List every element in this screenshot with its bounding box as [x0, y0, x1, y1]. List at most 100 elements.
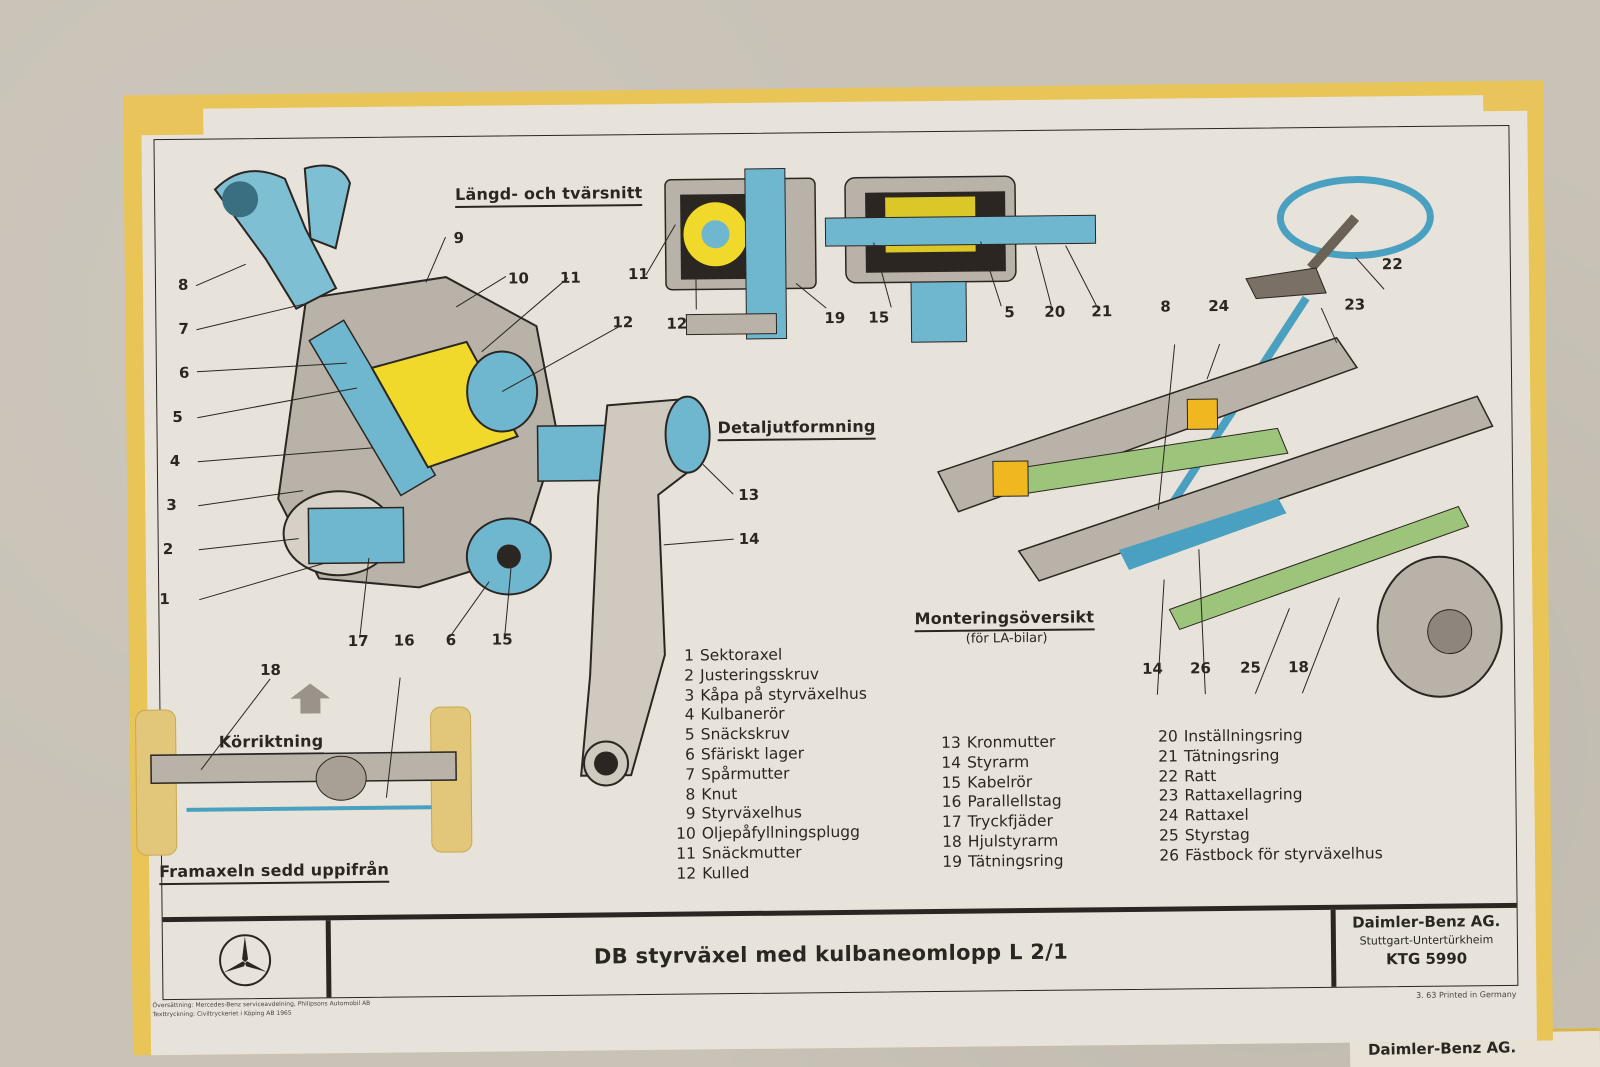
steering-gear-illustration [195, 164, 734, 787]
legend-item-number: 1 [683, 646, 695, 665]
callout-mo-14: 14 [1141, 659, 1164, 678]
tape-corner-tr [1482, 80, 1544, 112]
callout-mo-23: 23 [1344, 295, 1366, 314]
title-block: DB styrväxel med kulbaneomlopp L 2/1 Dai… [162, 902, 1518, 1000]
callout-1: 1 [159, 590, 170, 609]
legend-item-label: Kabelrör [967, 772, 1033, 792]
legend-item-number: 9 [685, 804, 696, 823]
mounting-overview-illustration [936, 176, 1503, 698]
legend-item-label: Knut [701, 784, 738, 804]
legend-item-label: Sfäriskt lager [700, 744, 805, 764]
legend-item-number: 4 [684, 705, 695, 725]
legend-item-number: 14 [941, 753, 962, 772]
legend-item-label: Inställningsring [1183, 726, 1303, 746]
legend-item: 8 Knut [671, 783, 868, 805]
poster-title: DB styrväxel med kulbaneomlopp L 2/1 [593, 939, 1069, 969]
legend-item-number: 18 [942, 832, 962, 851]
callout-mo-22: 22 [1381, 255, 1403, 274]
knut-fork [303, 164, 351, 250]
legend-item: 16 Parallellstag [937, 792, 1063, 813]
callout-14: 14 [738, 529, 760, 549]
steering-wheel-shape [1276, 176, 1434, 260]
legend-item-label: Parallellstag [967, 792, 1062, 812]
callout-sv-12: 12 [666, 314, 688, 333]
section-view-illustration [645, 168, 1097, 343]
legend-item-number: 16 [941, 793, 962, 812]
callout-6b: 6 [445, 631, 457, 650]
knut-eye [222, 181, 259, 218]
legend-item-number: 2 [684, 666, 695, 685]
callout-2: 2 [162, 539, 174, 559]
legend-item-number: 3 [684, 686, 695, 705]
bracket-yellow-2 [1186, 398, 1219, 430]
callout-17: 17 [347, 631, 369, 651]
arm-eye-bore [594, 751, 619, 776]
bracket-yellow-1 [992, 460, 1029, 497]
callout-8: 8 [177, 275, 189, 294]
callout-11: 11 [559, 268, 581, 287]
poster-frame: Längd- och tvärsnitt Detaljutformning Mo… [135, 124, 1519, 1001]
legend-item: 3 Kåpa på styrväxelhus [670, 684, 867, 706]
callout-9: 9 [453, 228, 465, 248]
callout-13: 13 [738, 485, 760, 505]
legend-item-number: 21 [1158, 747, 1179, 766]
callout-4: 4 [169, 451, 181, 470]
legend-item-label: Kulled [702, 863, 750, 883]
callout-3: 3 [166, 495, 177, 515]
callout-mo-18: 18 [1287, 658, 1310, 677]
callout-15: 15 [491, 630, 513, 649]
callout-mo-24: 24 [1208, 296, 1230, 316]
callout-ax-18: 18 [259, 660, 282, 680]
callout-12: 12 [612, 313, 634, 332]
legend-item-label: Kåpa på styrväxelhus [700, 684, 867, 705]
legend-item: 2 Justeringsskruv [670, 665, 867, 687]
company-location: Stuttgart-Untertürkheim [1359, 933, 1494, 948]
footnote-print: Texttryckning: Civiltryckeriet i Köping … [152, 1009, 292, 1019]
legend-item-label: Snäckmutter [701, 843, 802, 863]
legend-item-number: 19 [942, 852, 963, 871]
differential-shape [315, 755, 367, 801]
poster-sheet: Längd- och tvärsnitt Detaljutformning Mo… [123, 80, 1544, 1056]
legend-item-label: Tätningsring [967, 851, 1064, 871]
front-axle-illustration [135, 677, 473, 856]
legend-item-number: 15 [941, 773, 962, 792]
legend-item-number: 13 [941, 733, 961, 752]
callout-mo-25: 25 [1239, 658, 1262, 677]
crown-nut-shape [664, 395, 711, 474]
printed-note: 3. 63 Printed in Germany [1416, 989, 1517, 1000]
drag-link-shape [1118, 498, 1287, 570]
company-cell: Daimler-Benz AG. Stuttgart-Untertürkheim… [1330, 907, 1518, 987]
legend-item-label: Justeringsskruv [700, 665, 820, 685]
legend-item-label: Sektoraxel [699, 645, 783, 665]
legend-item-number: 23 [1158, 786, 1179, 806]
legend-item-label: Styrstag [1184, 825, 1250, 845]
legend-item-number: 7 [685, 765, 696, 784]
callout-10: 10 [507, 269, 529, 288]
legend-item-label: Hjulstyrarm [967, 831, 1059, 851]
legend-item: 15 Kabelrör [937, 772, 1063, 793]
legend-item: 18 Hjulstyrarm [938, 832, 1064, 853]
legend-item-label: Tätningsring [1183, 746, 1280, 766]
legend-item-label: Oljepåfyllningsplugg [701, 822, 861, 843]
legend-item-number: 8 [685, 785, 696, 804]
legend-item-number: 17 [941, 812, 962, 832]
legend-item-number: 6 [684, 745, 696, 764]
legend-item-label: Kulbanerör [700, 704, 785, 724]
legend-item-number: 20 [1157, 727, 1178, 746]
leaf-spring-right [1168, 505, 1470, 631]
footnotes: Översättning: Mercedes-Benz serviceavdel… [152, 999, 371, 1019]
